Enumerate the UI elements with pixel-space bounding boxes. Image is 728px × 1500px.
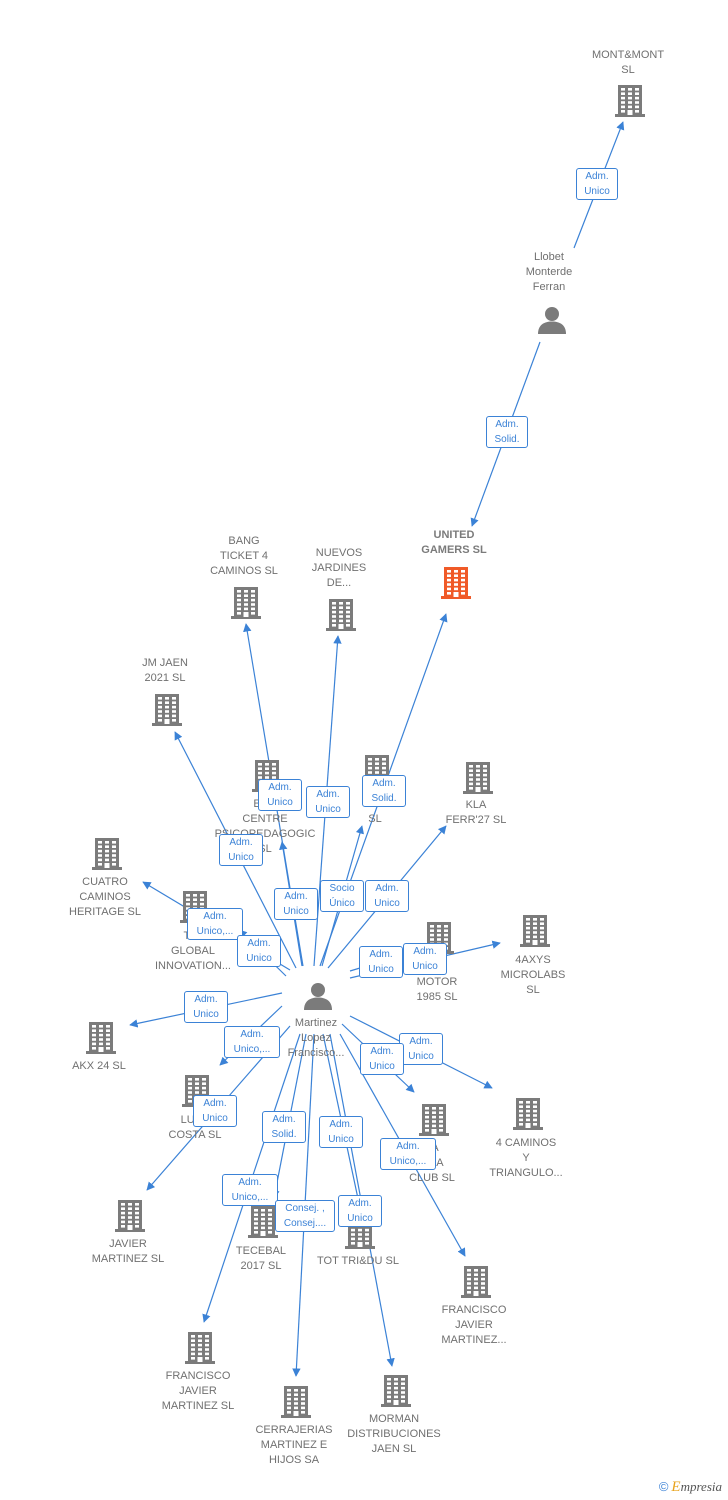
edge-role-label[interactable]: Adm. Unico bbox=[258, 779, 302, 811]
building-icon[interactable] bbox=[152, 692, 182, 731]
node-label-cuatro: CUATRO CAMINOS HERITAGE SL bbox=[69, 876, 141, 918]
edge-role-label[interactable]: Adm. Unico bbox=[403, 943, 447, 975]
footer-credit: ©Empresia bbox=[659, 1479, 722, 1496]
edge-role-label[interactable]: Adm. Unico bbox=[338, 1195, 382, 1227]
edge-role-label[interactable]: Adm. Unico bbox=[399, 1033, 443, 1065]
edge-role-label[interactable]: Adm. Unico bbox=[576, 168, 618, 200]
edge-role-label[interactable]: Adm. Unico bbox=[193, 1095, 237, 1127]
edge-role-label[interactable]: Adm. Unico bbox=[306, 786, 350, 818]
node-label-kla: KLA FERR'27 SL bbox=[445, 799, 507, 826]
edge-role-label[interactable]: Adm. Unico bbox=[274, 888, 318, 920]
node-label-united: UNITED GAMERS SL bbox=[421, 529, 487, 556]
building-icon[interactable] bbox=[86, 1020, 116, 1059]
edge-role-label[interactable]: Adm. Unico bbox=[359, 946, 403, 978]
building-icon[interactable] bbox=[231, 585, 261, 624]
node-label-morman: MORMAN DISTRIBUCIONES JAEN SL bbox=[347, 1413, 441, 1455]
person-icon[interactable] bbox=[303, 982, 333, 1015]
edge-role-label[interactable]: Consej. , Consej.... bbox=[275, 1200, 335, 1232]
edge-role-label[interactable]: Adm. Unico bbox=[319, 1116, 363, 1148]
node-label-fjm2: FRANCISCO JAVIER MARTINEZ SL bbox=[161, 1370, 235, 1412]
building-icon[interactable] bbox=[461, 1264, 491, 1303]
building-icon[interactable] bbox=[92, 836, 122, 875]
node-label-cuatro2: 4 CAMINOS Y TRIANGULO... bbox=[489, 1137, 563, 1179]
edge-role-label[interactable]: Adm. Solid. bbox=[262, 1111, 306, 1143]
building-icon[interactable] bbox=[520, 913, 550, 952]
building-icon[interactable] bbox=[115, 1198, 145, 1237]
node-label-totridu: TOT TRI&DU SL bbox=[317, 1255, 399, 1267]
node-label-cerrajerias: CERRAJERIAS MARTINEZ E HIJOS SA bbox=[255, 1424, 333, 1466]
node-label-tecebal: TECEBAL 2017 SL bbox=[235, 1245, 287, 1272]
edge-role-label[interactable]: Adm. Unico,... bbox=[187, 908, 243, 940]
edge-role-label[interactable]: Adm. Solid. bbox=[486, 416, 528, 448]
building-icon[interactable] bbox=[326, 597, 356, 636]
edge-role-label[interactable]: Adm. Unico bbox=[219, 834, 263, 866]
edge-role-label[interactable]: Adm. Unico bbox=[360, 1043, 404, 1075]
building-icon[interactable] bbox=[441, 565, 471, 604]
brand-logo-initial: E bbox=[671, 1479, 681, 1495]
node-label-javier: JAVIER MARTINEZ SL bbox=[91, 1238, 165, 1265]
node-label-fjm1: FRANCISCO JAVIER MARTINEZ... bbox=[441, 1304, 507, 1346]
node-label-jmjaen: JM JAEN 2021 SL bbox=[142, 657, 188, 684]
building-icon[interactable] bbox=[281, 1384, 311, 1423]
node-label-llobet: Llobet Monterde Ferran bbox=[525, 251, 573, 293]
node-label-axys: 4AXYS MICROLABS SL bbox=[500, 954, 566, 996]
edge-role-label[interactable]: Adm. Unico,... bbox=[224, 1026, 280, 1058]
node-label-montmont: MONT&MONT SL bbox=[591, 49, 665, 76]
building-icon[interactable] bbox=[463, 760, 493, 799]
node-label-akx: AKX 24 SL bbox=[72, 1060, 126, 1072]
building-icon[interactable] bbox=[419, 1102, 449, 1141]
edge-role-label[interactable]: Adm. Unico bbox=[237, 935, 281, 967]
building-icon[interactable] bbox=[615, 83, 645, 122]
building-icon[interactable] bbox=[185, 1330, 215, 1369]
building-icon[interactable] bbox=[381, 1373, 411, 1412]
edge-role-label[interactable]: Socio Único bbox=[320, 880, 364, 912]
edge-role-label[interactable]: Adm. Solid. bbox=[362, 775, 406, 807]
edge-role-label[interactable]: Adm. Unico bbox=[184, 991, 228, 1023]
copyright-icon: © bbox=[658, 1479, 669, 1494]
person-icon[interactable] bbox=[537, 306, 567, 339]
edge-role-label[interactable]: Adm. Unico bbox=[365, 880, 409, 912]
brand-logo-text: mpresia bbox=[680, 1479, 722, 1494]
node-label-bang: BANG TICKET 4 CAMINOS SL bbox=[210, 535, 278, 577]
node-label-martinez: Martinez Lopez Francisco... bbox=[287, 1017, 345, 1059]
edge-role-label[interactable]: Adm. Unico,... bbox=[222, 1174, 278, 1206]
edge-role-label[interactable]: Adm. Unico,... bbox=[380, 1138, 436, 1170]
building-icon[interactable] bbox=[248, 1204, 278, 1243]
building-icon[interactable] bbox=[513, 1096, 543, 1135]
node-label-nuevos: NUEVOS JARDINES DE... bbox=[311, 547, 367, 589]
